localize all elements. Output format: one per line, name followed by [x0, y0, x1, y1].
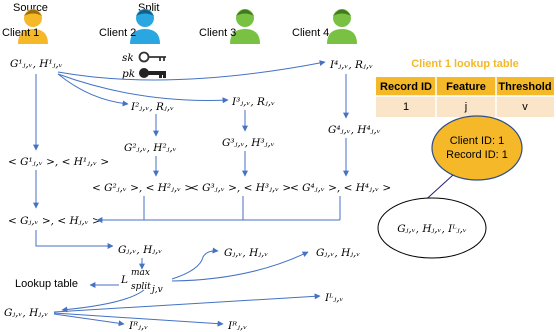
client1-label: Client 1	[2, 27, 39, 39]
pk-label: pk	[122, 68, 135, 80]
lookup-table: Record ID Feature Threshold 1 j v	[376, 77, 554, 117]
header-record-id: Record ID	[380, 81, 432, 93]
lookup-table-title: Client 1 lookup table	[411, 58, 519, 70]
header-threshold: Threshold	[498, 81, 551, 93]
client3-label: Client 3	[199, 27, 236, 39]
i2-r-label: I²ⱼ,ᵥ, Rⱼ,ᵥ	[130, 101, 174, 113]
svg-text:L: L	[120, 274, 128, 286]
secret-key-icon	[138, 51, 166, 63]
il-right-label: Iᴸⱼ,ᵥ	[324, 292, 344, 304]
source-label: Source	[13, 2, 48, 14]
enc4-label: < G⁴ⱼ,ᵥ >, < H⁴ⱼ,ᵥ >	[290, 182, 391, 194]
g1-h1-label: G¹ⱼ,ᵥ, H¹ⱼ,ᵥ	[10, 58, 63, 70]
svg-text:max: max	[131, 268, 150, 278]
client-node-line2: Record ID: 1	[446, 149, 508, 161]
client4-person-icon	[327, 9, 357, 44]
client2-person-icon	[130, 9, 160, 44]
header-feature: Feature	[446, 81, 486, 93]
flow-arrows	[33, 60, 349, 327]
svg-text:split: split	[131, 282, 151, 292]
result-node-label: Gⱼ,ᵥ, Hⱼ,ᵥ, Iᴸⱼ,ᵥ	[397, 223, 467, 235]
gh-label: Gⱼ,ᵥ, Hⱼ,ᵥ	[118, 244, 162, 256]
result-node: Gⱼ,ᵥ, Hⱼ,ᵥ, Iᴸⱼ,ᵥ	[377, 197, 487, 259]
g4-h4-label: G⁴ⱼ,ᵥ, H⁴ⱼ,ᵥ	[328, 124, 381, 136]
sk-label: sk	[122, 52, 134, 64]
client4-label: Client 4	[292, 27, 329, 39]
client1-person-icon	[18, 9, 48, 44]
g2-h2-label: G²ⱼ,ᵥ, H²ⱼ,ᵥ	[124, 142, 177, 154]
client-node-line1: Client ID: 1	[450, 135, 504, 147]
cell-record-id: 1	[403, 101, 409, 113]
svg-text:j,v: j,v	[150, 285, 163, 295]
cell-threshold: v	[522, 101, 528, 113]
client2-label: Client 2	[99, 27, 136, 39]
gh-right-label: Gⱼ,ᵥ, Hⱼ,ᵥ	[316, 247, 360, 259]
client-node: Client ID: 1 Record ID: 1	[431, 115, 523, 181]
enc1-label: < G¹ⱼ,ᵥ >, < H¹ⱼ,ᵥ >	[8, 156, 109, 168]
i3-r-label: I³ⱼ,ᵥ, Rⱼ,ᵥ	[231, 96, 275, 108]
i4-r-label: I⁴ⱼ,ᵥ, Rⱼ,ᵥ	[329, 59, 373, 71]
enc3-label: < G³ⱼ,ᵥ >, < H³ⱼ,ᵥ >	[190, 182, 291, 194]
g3-h3-label: G³ⱼ,ᵥ, H³ⱼ,ᵥ	[222, 137, 275, 149]
client3-person-icon	[230, 9, 260, 44]
lookup-table-label: Lookup table	[15, 278, 78, 290]
cell-feature: j	[464, 101, 467, 113]
gh-left-label: Gⱼ,ᵥ, Hⱼ,ᵥ	[4, 307, 48, 319]
enc2-label: < G²ⱼ,ᵥ >, < H²ⱼ,ᵥ >	[92, 182, 193, 194]
public-key-icon	[139, 68, 166, 78]
ir-lower2-label: Iᴿⱼ,ᵥ	[227, 320, 247, 332]
gh-upper-label: Gⱼ,ᵥ, Hⱼ,ᵥ	[224, 247, 268, 259]
lsplit-label: L max split j,v	[120, 268, 163, 295]
encsum-label: < Gⱼ,ᵥ >, < Hⱼ,ᵥ >	[8, 215, 101, 227]
ir-lower-label: Iᴿⱼ,ᵥ	[128, 320, 148, 332]
